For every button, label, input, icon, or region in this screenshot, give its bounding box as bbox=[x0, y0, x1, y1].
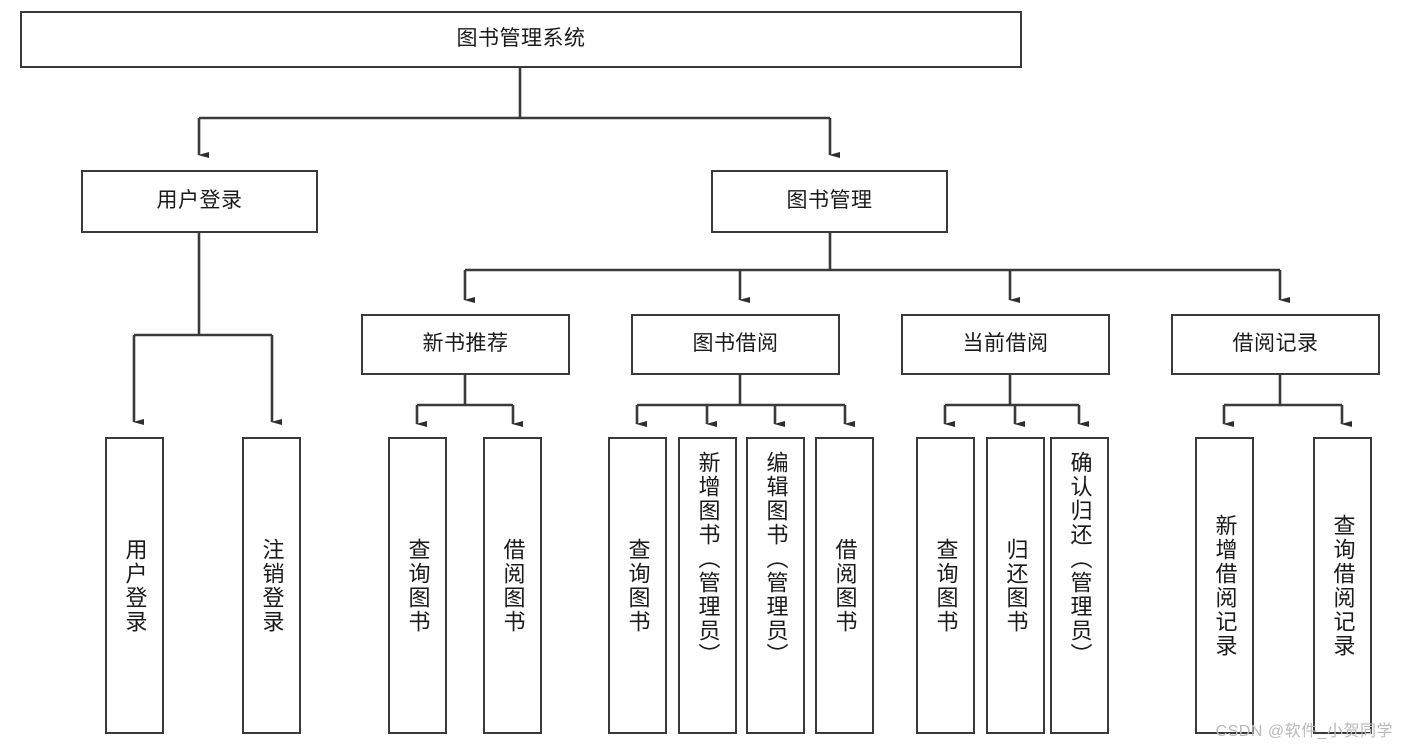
node-label: 图书管理系统 bbox=[456, 27, 586, 51]
node-label: 查询图书 bbox=[625, 537, 651, 634]
leaf-add-borrow-record[interactable]: 新增借阅记录 bbox=[1195, 437, 1254, 734]
leaf-add-book[interactable]: 新增图书（管理员） bbox=[678, 437, 737, 734]
leaf-user-login[interactable]: 用户登录 bbox=[105, 437, 164, 734]
leaf-query-book-current[interactable]: 查询图书 bbox=[916, 437, 975, 734]
node-label: 查询借阅记录 bbox=[1330, 513, 1356, 658]
leaf-logout-login[interactable]: 注销登录 bbox=[242, 437, 301, 734]
leaf-borrow-book-recommend[interactable]: 借阅图书 bbox=[483, 437, 542, 734]
node-label: 图书管理 bbox=[786, 189, 873, 213]
node-book-management-system[interactable]: 图书管理系统 bbox=[20, 11, 1022, 68]
node-label: 归还图书 bbox=[1003, 537, 1029, 634]
csdn-watermark: CSDN @软件_小贺同学 bbox=[1215, 723, 1393, 740]
node-label: 新增图书（管理员） bbox=[695, 451, 721, 667]
node-label: 新书推荐 bbox=[422, 332, 509, 356]
node-label: 借阅记录 bbox=[1232, 332, 1319, 356]
node-new-book-recommend[interactable]: 新书推荐 bbox=[361, 314, 570, 375]
node-book-manage[interactable]: 图书管理 bbox=[711, 170, 948, 233]
node-label: 新增借阅记录 bbox=[1212, 513, 1238, 658]
node-book-borrow[interactable]: 图书借阅 bbox=[631, 314, 840, 375]
node-label: 注销登录 bbox=[259, 537, 285, 634]
node-label: 确认归还（管理员） bbox=[1067, 451, 1093, 667]
node-label: 借阅图书 bbox=[832, 537, 858, 634]
node-label: 查询图书 bbox=[405, 537, 431, 634]
leaf-edit-book[interactable]: 编辑图书（管理员） bbox=[746, 437, 805, 734]
leaf-borrow-book[interactable]: 借阅图书 bbox=[815, 437, 874, 734]
node-label: 编辑图书（管理员） bbox=[763, 451, 789, 667]
node-label: 借阅图书 bbox=[500, 537, 526, 634]
node-user-login[interactable]: 用户登录 bbox=[81, 170, 318, 233]
node-label: 用户登录 bbox=[122, 537, 148, 634]
leaf-query-book-borrow[interactable]: 查询图书 bbox=[608, 437, 667, 734]
node-label: 用户登录 bbox=[156, 189, 243, 213]
leaf-confirm-return[interactable]: 确认归还（管理员） bbox=[1050, 437, 1109, 734]
leaf-query-book-recommend[interactable]: 查询图书 bbox=[388, 437, 447, 734]
node-current-borrow[interactable]: 当前借阅 bbox=[901, 314, 1110, 375]
leaf-return-book[interactable]: 归还图书 bbox=[986, 437, 1045, 734]
node-label: 当前借阅 bbox=[962, 332, 1049, 356]
node-borrow-record[interactable]: 借阅记录 bbox=[1171, 314, 1380, 375]
node-label: 查询图书 bbox=[933, 537, 959, 634]
leaf-query-borrow-record[interactable]: 查询借阅记录 bbox=[1313, 437, 1372, 734]
node-label: 图书借阅 bbox=[692, 332, 779, 356]
